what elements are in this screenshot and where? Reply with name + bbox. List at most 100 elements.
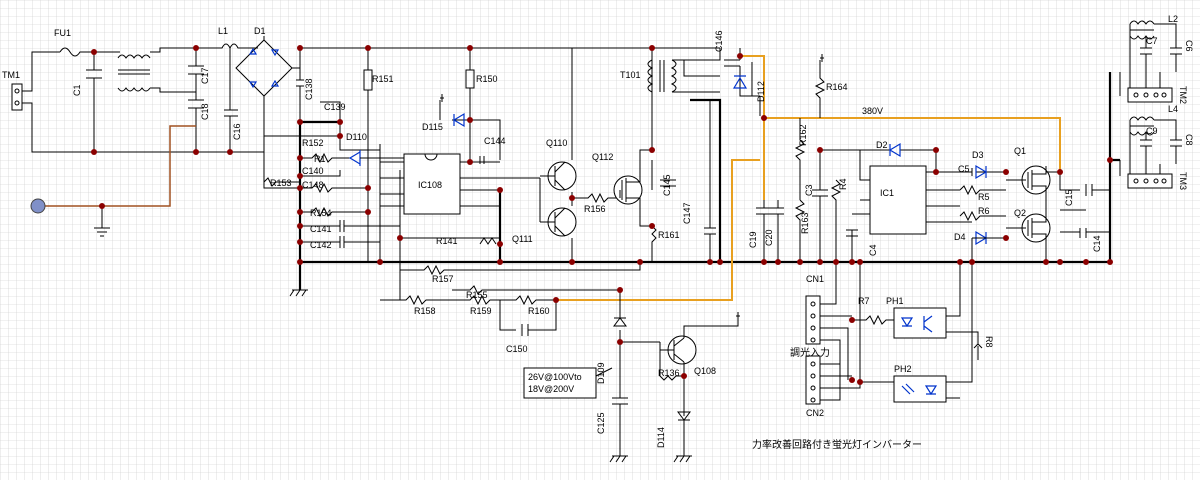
label-d4: D4	[954, 232, 966, 242]
label-r161: R161	[658, 230, 680, 240]
label-d110: D110	[346, 132, 367, 142]
zener-note-line2: 18V@200V	[528, 384, 574, 394]
junction-node	[649, 223, 655, 229]
junction-node	[1107, 157, 1113, 163]
junction-node	[297, 155, 303, 161]
label-tm2: TM2	[1178, 86, 1188, 104]
label-c141: C141	[310, 224, 332, 234]
input-terminal[interactable]	[30, 198, 46, 214]
label-r6: R6	[978, 206, 990, 216]
junction-node	[775, 259, 781, 265]
label-l2: L2	[1168, 14, 1178, 24]
optocoupler-ph1	[893, 307, 947, 339]
schematic-title: 力率改善回路付き蛍光灯インバーター	[752, 438, 922, 451]
junction-node	[337, 133, 343, 139]
transformer-t101	[647, 48, 722, 262]
junction-node	[681, 373, 687, 379]
junction-node	[649, 45, 655, 51]
common-mode-choke	[117, 47, 200, 93]
label-d109: D109	[596, 362, 606, 384]
label-fu1: FU1	[54, 28, 71, 38]
zener-note-line1: 26V@100Vto	[528, 372, 582, 382]
component-labels: TM1 FU1 C1 L1 D1 C17 C18 C16 C138 C139 R…	[2, 14, 1194, 451]
label-q1: Q1	[1014, 146, 1026, 156]
label-dimming-input: 調光入力	[790, 346, 830, 359]
label-q2: Q2	[1014, 208, 1026, 218]
junction-node	[1043, 259, 1049, 265]
junction-node	[933, 147, 939, 153]
label-cn1: CN1	[806, 274, 824, 284]
label-r151: R151	[372, 74, 394, 84]
label-c16: C16	[232, 123, 242, 140]
junction-node	[553, 297, 559, 303]
junction-node	[467, 45, 473, 51]
junction-node	[91, 49, 97, 55]
junction-node	[1107, 259, 1113, 265]
junction-node	[497, 241, 503, 247]
connector-cn1	[805, 295, 821, 345]
junction-node	[617, 339, 623, 345]
label-c147: C147	[682, 202, 692, 224]
label-r159: R159	[470, 306, 492, 316]
label-r152: R152	[302, 138, 324, 148]
junction-node	[227, 149, 233, 155]
label-d114: D114	[656, 427, 666, 448]
junction-node	[297, 239, 303, 245]
label-r158: R158	[414, 306, 436, 316]
label-ic108: IC108	[418, 180, 442, 190]
junction-node	[377, 259, 383, 265]
label-c150: C150	[506, 344, 528, 354]
junction-node	[761, 115, 767, 121]
junction-node	[497, 187, 503, 193]
junction-node	[297, 173, 303, 179]
label-c5: C5	[958, 164, 970, 174]
label-r1: R1	[314, 154, 326, 164]
junction-node	[99, 203, 105, 209]
label-c17: C17	[200, 67, 210, 84]
label-l1: L1	[218, 26, 228, 36]
junction-node	[193, 149, 199, 155]
label-c8: C8	[1184, 134, 1194, 146]
label-c125: C125	[596, 412, 606, 434]
label-r7: R7	[858, 296, 870, 306]
label-c145: C145	[662, 174, 672, 196]
label-c139: C139	[324, 102, 346, 112]
junction-node	[849, 317, 855, 323]
label-c1: C1	[72, 84, 82, 96]
junction-node	[717, 259, 723, 265]
junction-node	[761, 259, 767, 265]
label-c7: C7	[1146, 36, 1158, 46]
junction-node	[933, 169, 939, 175]
junction-node	[649, 147, 655, 153]
connector-cn2	[805, 355, 821, 405]
label-l4: L4	[1168, 104, 1178, 114]
label-c18: C18	[200, 103, 210, 120]
junction-node	[707, 259, 713, 265]
output-section-upper	[1119, 20, 1182, 103]
junction-node	[957, 259, 963, 265]
input-section	[11, 36, 300, 237]
label-ic1: IC1	[880, 188, 894, 198]
ic1	[869, 165, 927, 235]
junction-node	[337, 119, 343, 125]
junction-node	[467, 117, 473, 123]
label-r155: R155	[466, 290, 488, 300]
label-r162: R162	[798, 124, 808, 146]
label-r136: R136	[658, 368, 680, 378]
label-q111: Q111	[512, 234, 533, 244]
junction-node	[969, 259, 975, 265]
label-c4: C4	[868, 244, 878, 256]
label-c146: C146	[714, 30, 724, 52]
label-c138: C138	[304, 78, 314, 100]
label-tm3: TM3	[1178, 172, 1188, 190]
label-c3: C3	[804, 184, 814, 196]
junction-node	[1057, 169, 1063, 175]
label-r141: R141	[436, 236, 458, 246]
junction-node	[817, 259, 823, 265]
junction-node	[297, 223, 303, 229]
label-c9: C9	[1146, 126, 1158, 136]
driver-transistors	[539, 48, 676, 262]
junction-node	[569, 195, 575, 201]
label-cn2: CN2	[806, 408, 824, 418]
